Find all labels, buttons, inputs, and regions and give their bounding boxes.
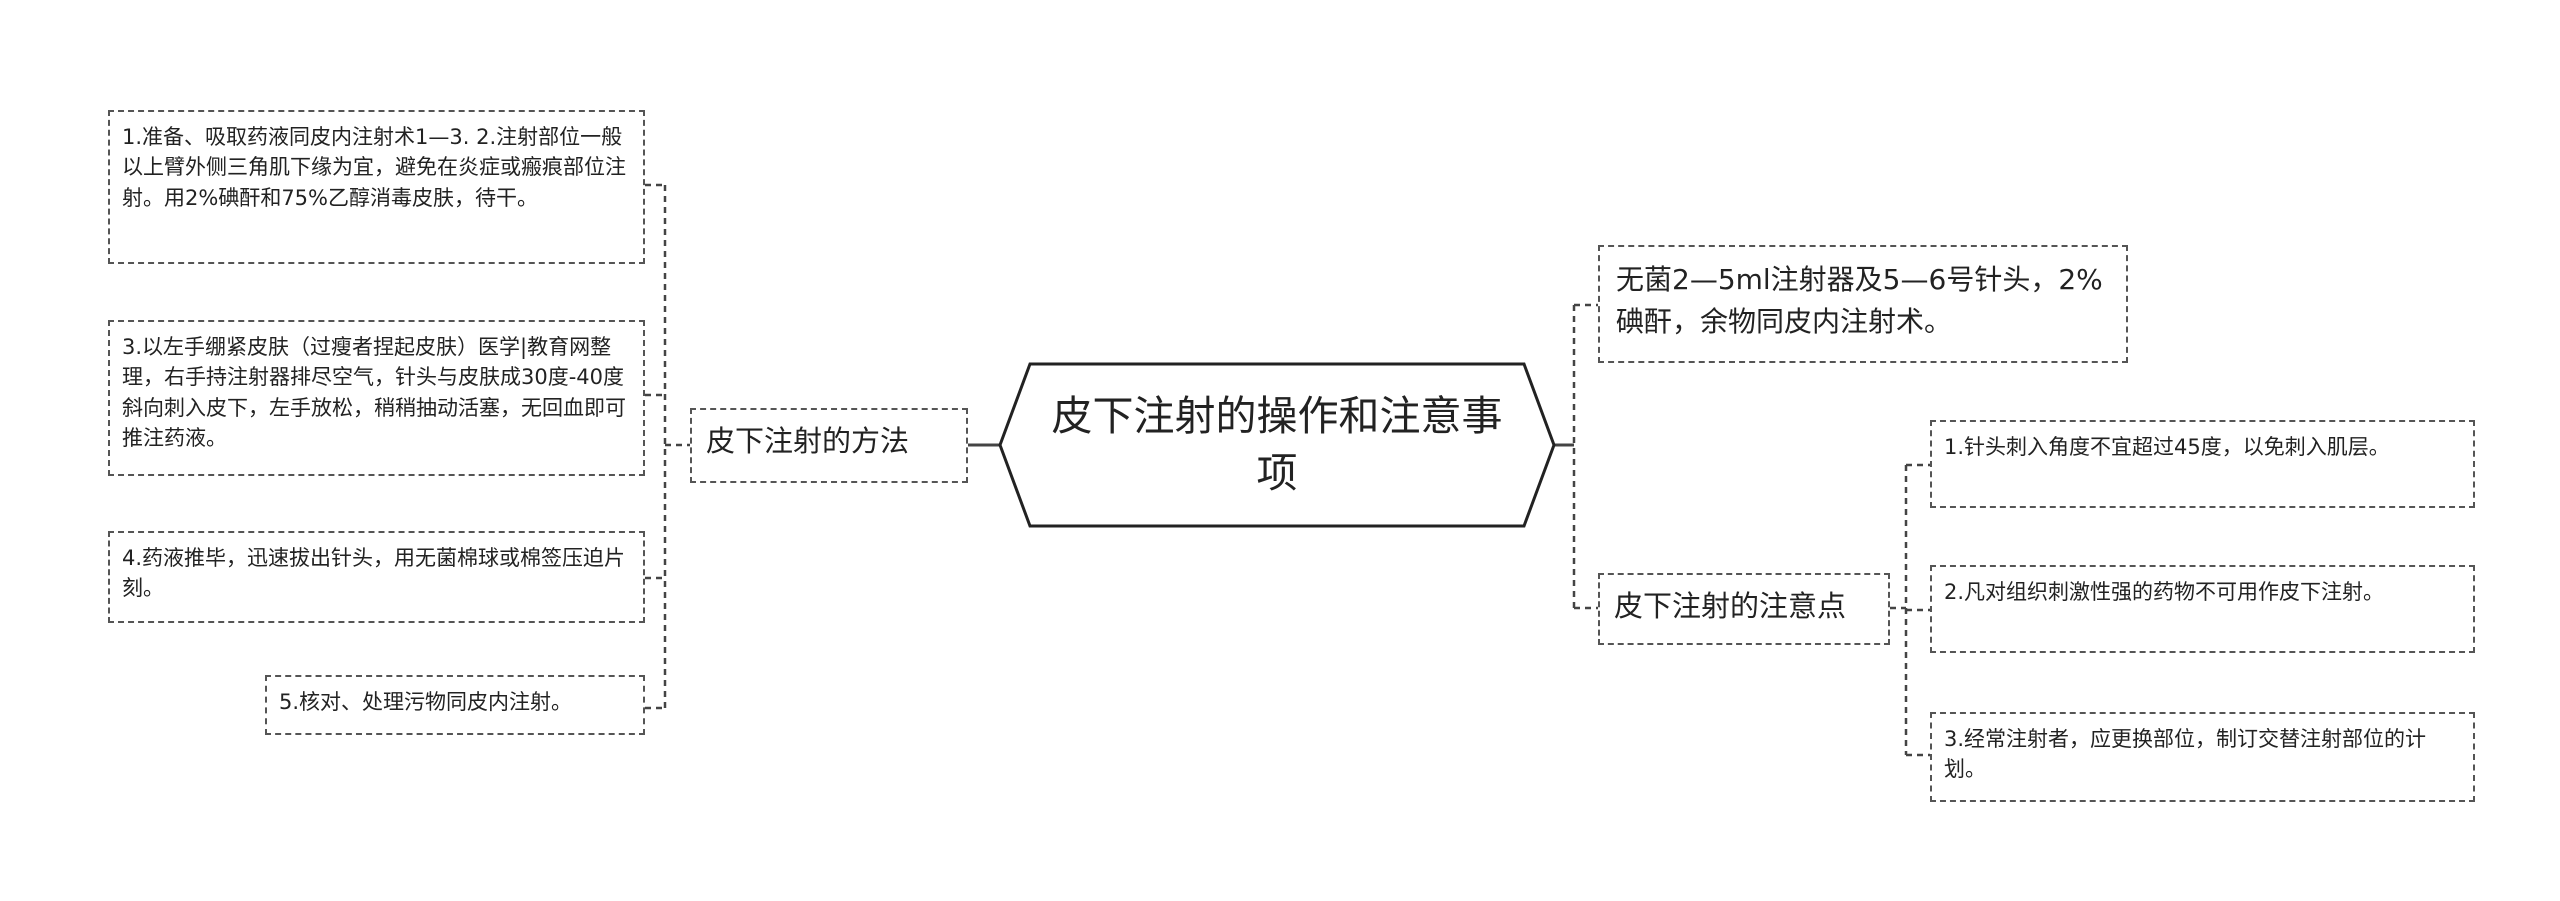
precaution-3: 3.经常注射者，应更换部位，制订交替注射部位的计划。 xyxy=(1930,712,2475,802)
root-title: 皮下注射的操作和注意事项 xyxy=(1051,391,1503,497)
precaution-2: 2.凡对组织刺激性强的药物不可用作皮下注射。 xyxy=(1930,565,2475,653)
equipment-note: 无菌2—5ml注射器及5—6号针头，2%碘酐，余物同皮内注射术。 xyxy=(1598,245,2128,363)
branch-method: 皮下注射的方法 xyxy=(690,408,968,483)
method-step-5: 5.核对、处理污物同皮内注射。 xyxy=(265,675,645,735)
method-step-1-2: 1.准备、吸取药液同皮内注射术1—3. 2.注射部位一般以上臂外侧三角肌下缘为宜… xyxy=(108,110,645,264)
root-node: 皮下注射的操作和注意事项 xyxy=(1000,364,1554,526)
precaution-1: 1.针头刺入角度不宜超过45度，以免刺入肌层。 xyxy=(1930,420,2475,508)
root-hexagon xyxy=(998,362,1556,528)
method-step-3: 3.以左手绷紧皮肤（过瘦者捏起皮肤）医学|教育网整理，右手持注射器排尽空气，针头… xyxy=(108,320,645,476)
branch-precautions: 皮下注射的注意点 xyxy=(1598,573,1890,645)
method-step-4: 4.药液推毕，迅速拔出针头，用无菌棉球或棉签压迫片刻。 xyxy=(108,531,645,623)
